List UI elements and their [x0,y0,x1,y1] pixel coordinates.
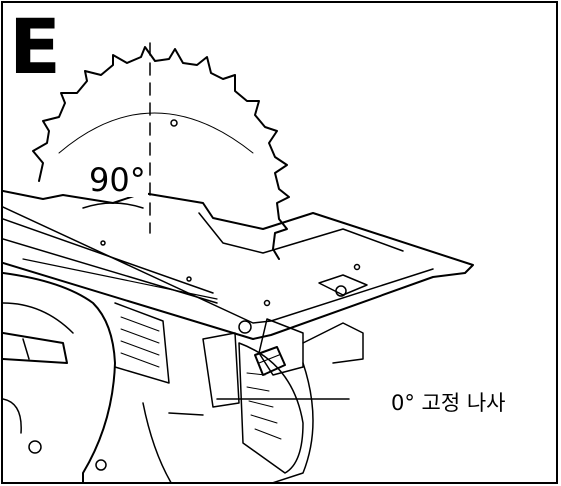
figure-letter: E [9,2,61,91]
saw-blade [32,46,290,260]
fixing-screw [254,346,286,376]
angle-label: 90° [87,161,148,199]
circular-saw-illustration [3,42,474,482]
bevel-bracket [202,318,364,482]
motor-housing [3,272,204,482]
base-plate [3,190,474,340]
fixing-screw-label: 0° 고정 나사 [391,391,506,415]
